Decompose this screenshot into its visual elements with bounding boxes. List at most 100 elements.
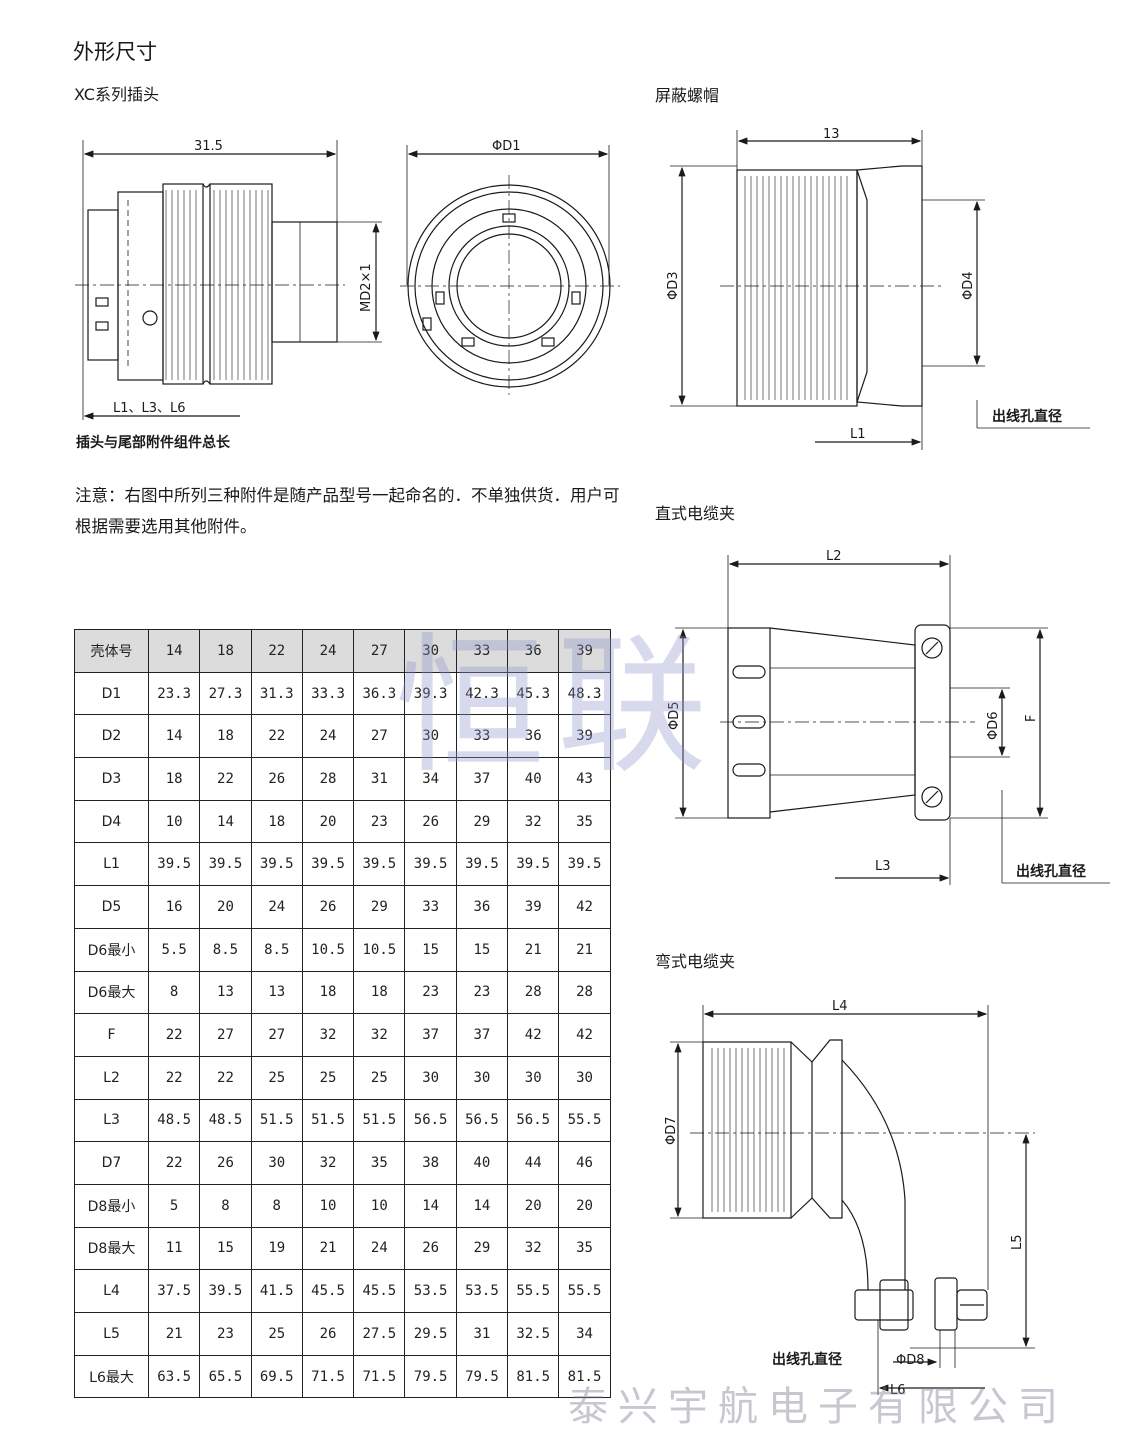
table-cell: 39.5 bbox=[199, 842, 252, 887]
table-cell: 26 bbox=[404, 799, 457, 844]
table-cell: 29 bbox=[353, 885, 406, 929]
table-cell: 36 bbox=[455, 885, 509, 929]
bent-clamp-drawing bbox=[670, 1005, 1035, 1395]
table-cell: 24 bbox=[250, 885, 303, 929]
straight-cable-hole: 出线孔直径 bbox=[1016, 863, 1086, 880]
table-cell: 53.5 bbox=[404, 1269, 457, 1313]
table-cell: 35 bbox=[558, 799, 611, 844]
table-cell: 23 bbox=[353, 799, 406, 844]
dim-l6: L6 bbox=[890, 1383, 906, 1398]
dim-d3: ΦD3 bbox=[666, 271, 681, 300]
table-cell: 39.5 bbox=[507, 842, 560, 887]
table-cell: 45.5 bbox=[353, 1269, 406, 1313]
table-cell: 19 bbox=[250, 1226, 303, 1271]
table-cell: 22 bbox=[199, 757, 252, 801]
table-cell: 28 bbox=[507, 970, 560, 1015]
plug-side-view bbox=[75, 140, 382, 420]
table-cell: 30 bbox=[404, 714, 457, 759]
table-cell: 28 bbox=[301, 757, 355, 801]
table-cell: 22 bbox=[147, 1013, 201, 1057]
table-cell: 69.5 bbox=[250, 1354, 303, 1399]
note-text: 注意：右图中所列三种附件是随产品型号一起命名的．不单独供货．用户可根据需要选用其… bbox=[75, 486, 620, 536]
table-cell: 22 bbox=[147, 1055, 201, 1100]
row-label: L6最大 bbox=[74, 1354, 149, 1399]
table-cell: 8 bbox=[250, 1183, 303, 1228]
table-cell: 24 bbox=[301, 714, 355, 759]
table-cell: 63.5 bbox=[147, 1354, 201, 1399]
table-cell: 55.5 bbox=[558, 1269, 611, 1313]
company-name: 泰兴宇航电子有限公司 bbox=[568, 1384, 1068, 1430]
table-cell: 26 bbox=[301, 885, 355, 929]
table-cell: 14 bbox=[404, 1183, 457, 1228]
table-cell: 22 bbox=[147, 1141, 201, 1185]
table-cell: 18 bbox=[147, 757, 201, 801]
dim-13: 13 bbox=[823, 127, 840, 142]
dim-l5: L5 bbox=[1010, 1234, 1025, 1250]
table-cell: 8.5 bbox=[250, 927, 303, 972]
table-cell: 46 bbox=[558, 1141, 611, 1185]
table-cell: 48.5 bbox=[147, 1098, 201, 1143]
table-cell: 32.5 bbox=[507, 1312, 560, 1356]
table-cell: 11 bbox=[147, 1226, 201, 1271]
dim-d7: ΦD7 bbox=[664, 1116, 679, 1145]
table-cell: 32 bbox=[507, 1226, 560, 1271]
table-cell: 56.5 bbox=[404, 1098, 457, 1143]
table-cell: 25 bbox=[301, 1055, 355, 1100]
table-cell: 39.5 bbox=[250, 842, 303, 887]
table-cell: 20 bbox=[507, 1183, 560, 1228]
row-label: D4 bbox=[74, 799, 149, 844]
table-cell: 39.5 bbox=[147, 842, 201, 887]
dim-d1: ΦD1 bbox=[492, 139, 521, 154]
table-cell: 27 bbox=[199, 1013, 252, 1057]
table-cell: 45.5 bbox=[301, 1269, 355, 1313]
row-label: L1 bbox=[74, 842, 149, 887]
table-cell: 25 bbox=[250, 1312, 303, 1356]
table-cell: 18 bbox=[301, 970, 355, 1015]
table-cell: 33 bbox=[404, 885, 457, 929]
table-cell: 30 bbox=[404, 629, 457, 673]
table-cell: 32 bbox=[507, 799, 560, 844]
dim-l1: L1 bbox=[850, 427, 866, 442]
row-label: L4 bbox=[74, 1269, 149, 1313]
row-label: D3 bbox=[74, 757, 149, 801]
table-cell: 29 bbox=[455, 1226, 509, 1271]
bent-cable-hole: 出线孔直径 bbox=[772, 1351, 842, 1368]
row-label: D2 bbox=[74, 714, 149, 759]
table-cell: 35 bbox=[353, 1141, 406, 1185]
row-label: D7 bbox=[74, 1141, 149, 1185]
dim-l2: L2 bbox=[826, 549, 842, 564]
table-cell: 56.5 bbox=[507, 1098, 560, 1143]
table-cell: 71.5 bbox=[353, 1354, 406, 1399]
table-cell: 18 bbox=[199, 714, 252, 759]
watermark: 恒联 bbox=[395, 620, 720, 794]
table-cell: 20 bbox=[301, 799, 355, 844]
row-label: 壳体号 bbox=[74, 629, 149, 673]
table-cell: 26 bbox=[250, 757, 303, 801]
table-cell: 15 bbox=[455, 927, 509, 972]
table-cell: 34 bbox=[404, 757, 457, 801]
table-cell: 51.5 bbox=[250, 1098, 303, 1143]
dim-d6: ΦD6 bbox=[986, 711, 1001, 740]
table-cell: 40 bbox=[455, 1141, 509, 1185]
table-cell: 10 bbox=[353, 1183, 406, 1228]
table-cell: 16 bbox=[147, 885, 201, 929]
table-cell: 30 bbox=[404, 1055, 457, 1100]
table-cell: 21 bbox=[558, 927, 611, 972]
page-title: 外形尺寸 bbox=[73, 40, 157, 64]
table-cell: 32 bbox=[353, 1013, 406, 1057]
table-cell: 79.5 bbox=[404, 1354, 457, 1399]
table-cell: 37.5 bbox=[147, 1269, 201, 1313]
row-label: D1 bbox=[74, 671, 149, 716]
table-cell: 23 bbox=[455, 970, 509, 1015]
table-cell: 14 bbox=[455, 1183, 509, 1228]
table-cell: 21 bbox=[147, 1312, 201, 1356]
dim-l4: L4 bbox=[832, 999, 848, 1014]
